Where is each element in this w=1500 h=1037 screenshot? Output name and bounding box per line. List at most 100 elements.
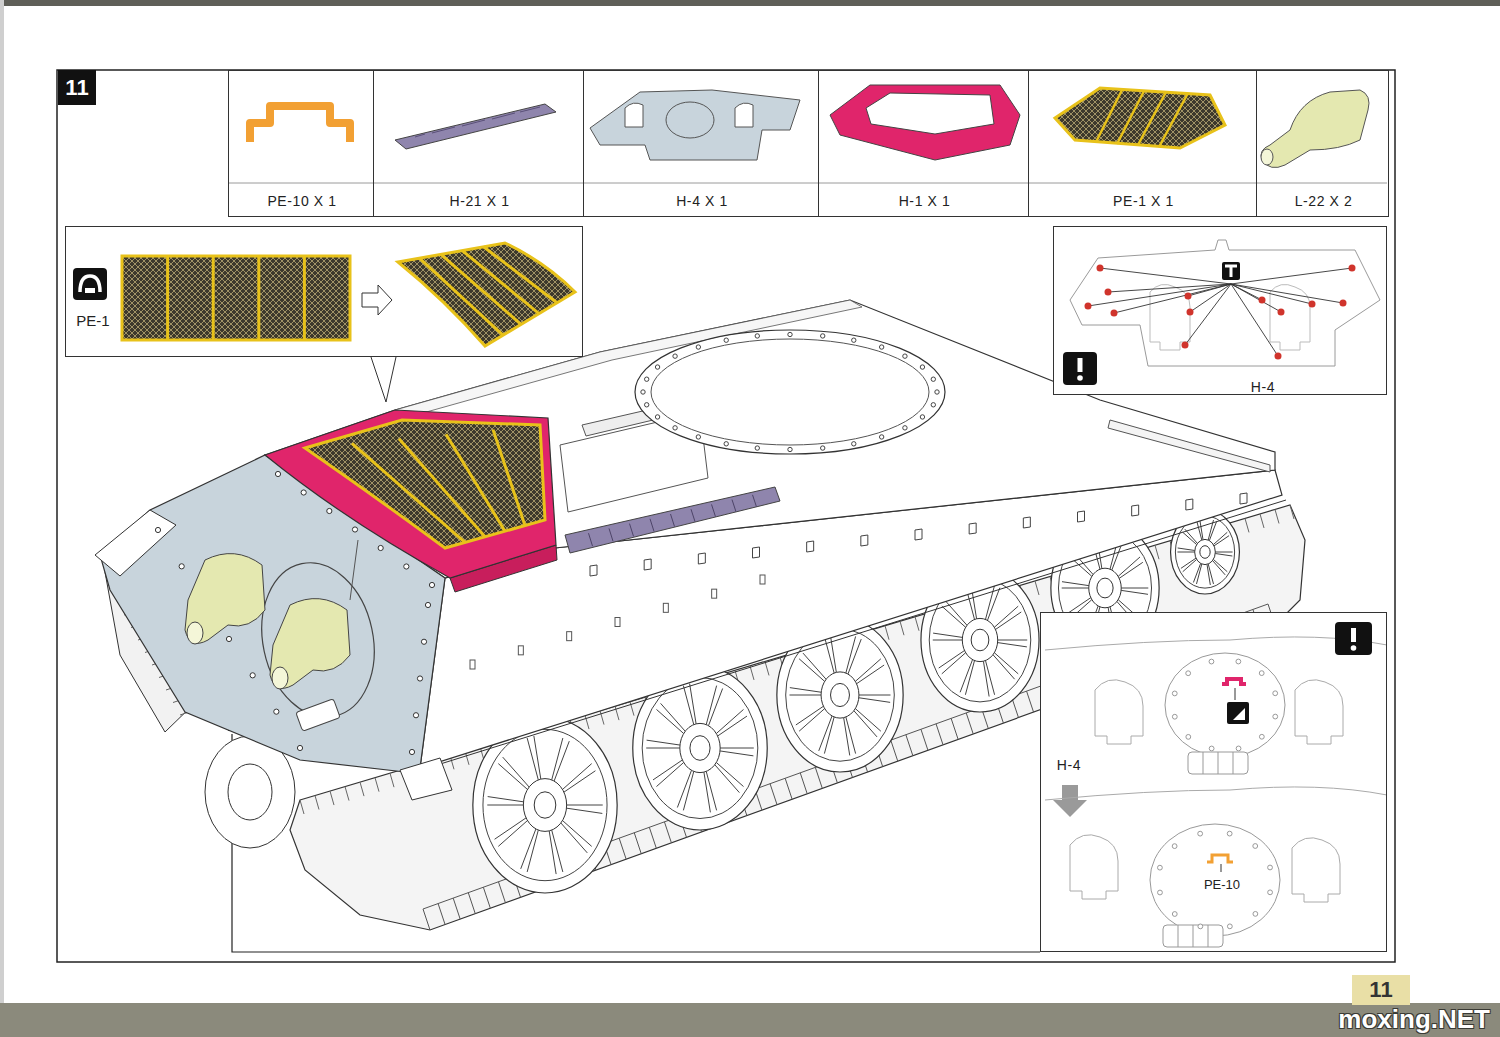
handle-detail-inset bbox=[1178, 925, 1208, 947]
road-wheel bbox=[1215, 552, 1232, 556]
glue-point bbox=[1105, 289, 1112, 296]
h4-detail-inset bbox=[1077, 375, 1083, 381]
road-wheel bbox=[690, 736, 710, 761]
grille-h21 bbox=[565, 487, 780, 553]
grille-slat bbox=[589, 495, 757, 546]
track-link bbox=[468, 893, 475, 914]
part-label: H-21 X 1 bbox=[449, 193, 509, 209]
glue-point bbox=[1111, 310, 1118, 317]
part-images bbox=[1261, 90, 1369, 168]
part-number: PE-1 bbox=[76, 312, 109, 329]
inset-ground bbox=[65, 226, 583, 357]
part-images bbox=[590, 90, 800, 160]
road-wheel bbox=[715, 762, 744, 792]
glue-point bbox=[1231, 268, 1352, 284]
track-link bbox=[770, 784, 777, 805]
page-frame bbox=[0, 1003, 1500, 1037]
exhaust-l22 bbox=[272, 667, 288, 689]
part-images bbox=[1138, 92, 1166, 145]
hatch-bolt bbox=[1268, 890, 1273, 895]
ring-bolt bbox=[879, 435, 883, 439]
track-link bbox=[1155, 545, 1159, 559]
handle-detail-inset bbox=[1235, 688, 1236, 700]
watermark: moxing.NET bbox=[1338, 1005, 1490, 1035]
track-link bbox=[1275, 509, 1279, 523]
exhaust-l22 bbox=[185, 554, 265, 644]
track-link bbox=[1035, 581, 1039, 595]
ring-bolt bbox=[920, 365, 924, 369]
grille-slat bbox=[732, 500, 736, 512]
ring-bolt bbox=[935, 390, 939, 394]
hatch-bolt bbox=[1236, 746, 1241, 751]
road-wheel bbox=[642, 677, 758, 818]
track-link bbox=[438, 904, 445, 925]
ring-bolt bbox=[788, 332, 792, 336]
road-wheel bbox=[1181, 558, 1197, 572]
h4-detail-inset bbox=[1150, 284, 1190, 350]
part-images bbox=[395, 104, 556, 149]
part-images bbox=[415, 107, 540, 137]
part-images bbox=[1096, 90, 1122, 142]
road-wheel bbox=[487, 797, 523, 805]
ring-bolt bbox=[673, 354, 677, 358]
hatch-bolt bbox=[1273, 714, 1278, 719]
bend-inset bbox=[80, 276, 100, 292]
bend-inset bbox=[73, 268, 107, 300]
track-link bbox=[765, 661, 769, 675]
ring-bolt bbox=[852, 442, 856, 446]
glue-point bbox=[1349, 265, 1356, 272]
road-wheel bbox=[498, 757, 529, 789]
road-wheel bbox=[962, 618, 997, 661]
glue-point bbox=[1309, 301, 1316, 308]
part-images bbox=[1055, 88, 1225, 148]
rear-bolt bbox=[297, 745, 302, 750]
part-images bbox=[520, 107, 540, 112]
handle-detail-inset bbox=[1221, 864, 1222, 872]
handle-detail-inset bbox=[1150, 824, 1280, 936]
road-wheel bbox=[1213, 559, 1228, 574]
track-link bbox=[585, 715, 589, 729]
side-bracket bbox=[1186, 499, 1193, 510]
road-wheel bbox=[789, 688, 821, 695]
side-bracket bbox=[861, 535, 868, 546]
road-wheel bbox=[646, 740, 680, 748]
road-wheel bbox=[523, 779, 566, 832]
part-images bbox=[830, 85, 1020, 160]
hatch-bolt bbox=[1227, 924, 1232, 929]
rear-plate bbox=[400, 758, 452, 800]
bend-inset bbox=[362, 285, 392, 315]
hatch-bolt bbox=[1236, 659, 1241, 664]
handle-detail-inset bbox=[1053, 785, 1087, 817]
track-link bbox=[664, 822, 671, 843]
road-wheel bbox=[821, 672, 859, 718]
ring-bolt bbox=[903, 426, 907, 430]
engine-deck-h1 bbox=[265, 410, 556, 578]
rear-bolt bbox=[275, 471, 280, 476]
road-wheel bbox=[993, 653, 1018, 679]
road-wheel bbox=[683, 684, 696, 725]
hatch-bolt bbox=[1253, 844, 1258, 849]
road-wheel bbox=[994, 606, 1021, 629]
ring-bolt bbox=[931, 403, 935, 407]
bend-inset bbox=[371, 357, 396, 402]
handle-detail-inset bbox=[1203, 752, 1233, 774]
mesh-frame bbox=[399, 439, 485, 537]
part-label: L-22 X 2 bbox=[1295, 193, 1353, 209]
road-wheel bbox=[799, 653, 826, 681]
track-link bbox=[750, 666, 754, 680]
inset-ground bbox=[1053, 226, 1387, 395]
road-wheel bbox=[855, 659, 884, 684]
road-wheel bbox=[998, 640, 1028, 647]
handle-detail-inset bbox=[1207, 855, 1233, 862]
track-link bbox=[936, 724, 943, 745]
handle-detail-inset bbox=[1295, 680, 1343, 744]
road-wheel bbox=[854, 709, 881, 737]
road-wheel bbox=[653, 760, 684, 787]
road-wheel bbox=[1097, 578, 1113, 598]
glue-point bbox=[1182, 342, 1189, 349]
side-bracket bbox=[663, 603, 668, 612]
road-wheel bbox=[983, 661, 994, 697]
hatch-bolt bbox=[1268, 865, 1273, 870]
track-link bbox=[785, 778, 792, 799]
road-wheel bbox=[933, 633, 963, 640]
